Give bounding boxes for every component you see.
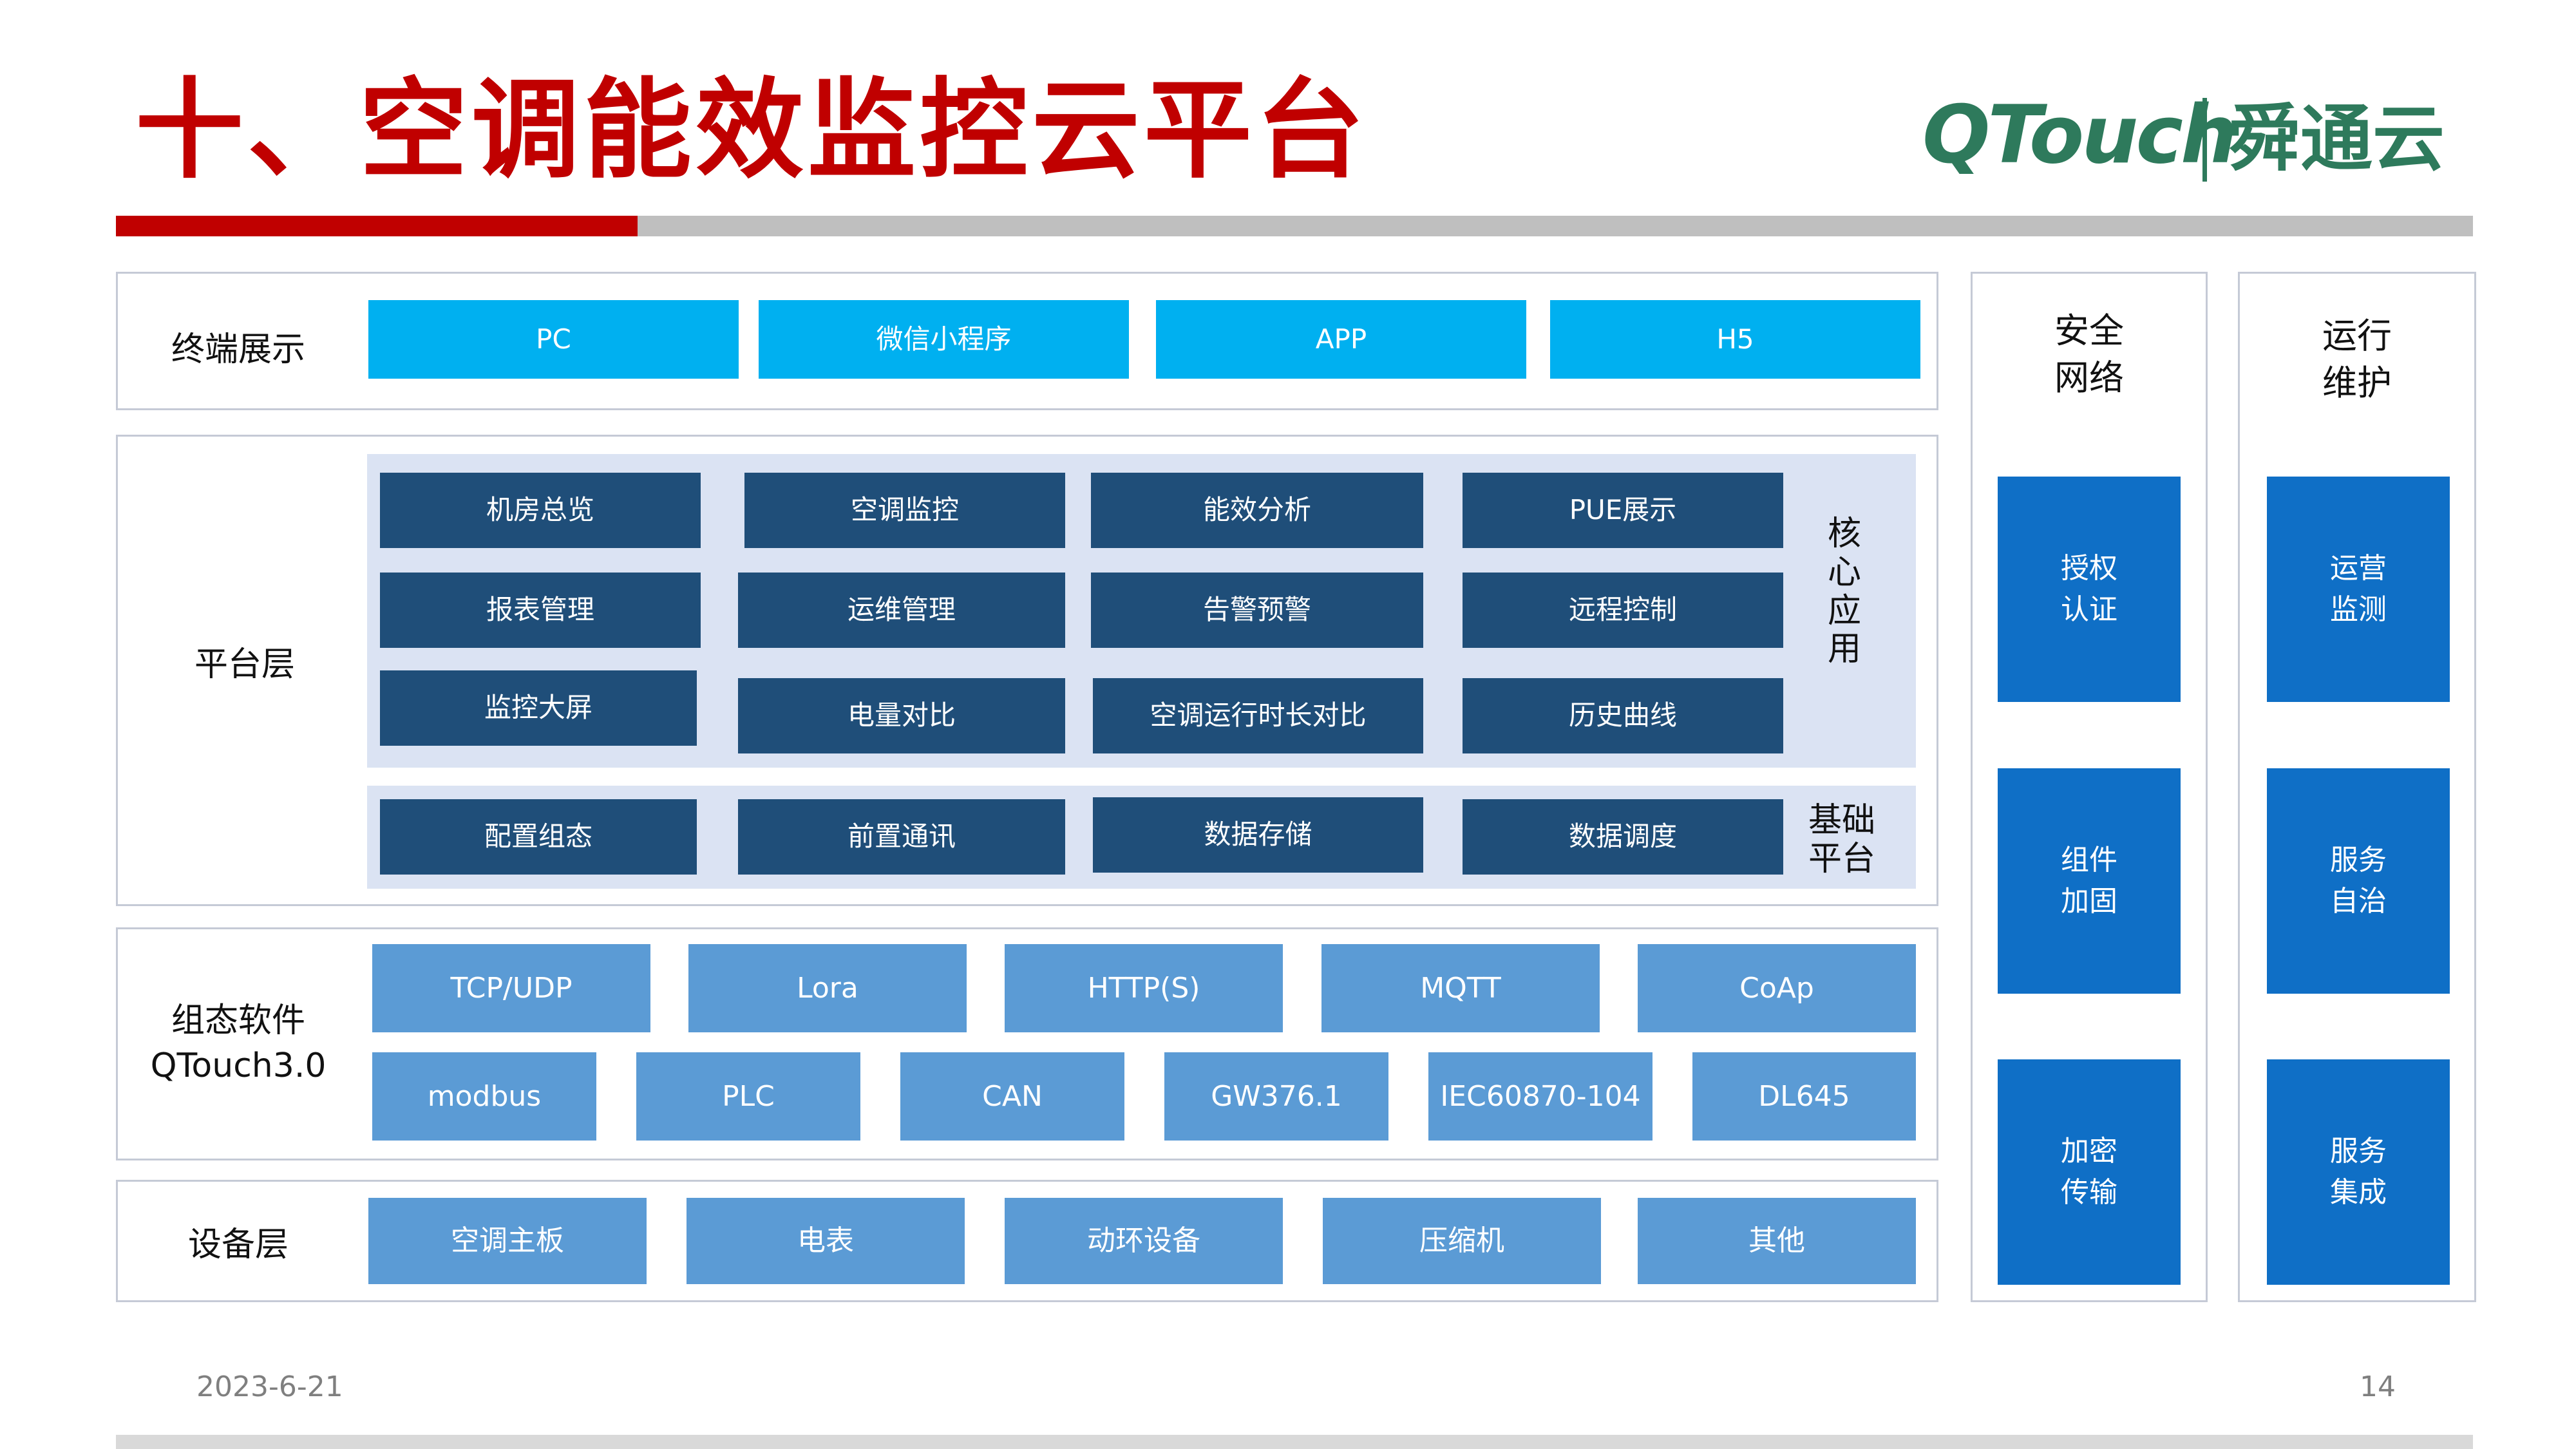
protocol-can: CAN — [900, 1052, 1124, 1141]
core-power-comparison: 电量对比 — [738, 678, 1065, 753]
core-room-overview: 机房总览 — [380, 473, 701, 548]
protocol-coap: CoAp — [1638, 944, 1916, 1032]
ops-integration: 服务 集成 — [2267, 1059, 2450, 1285]
protocol-dl645: DL645 — [1692, 1052, 1916, 1141]
page-number: 14 — [2360, 1370, 2396, 1403]
core-report-management: 报表管理 — [380, 573, 701, 648]
config-software-label: 组态软件 QTouch3.0 — [150, 1001, 327, 1086]
terminal-label: 终端展示 — [171, 330, 305, 369]
protocol-plc: PLC — [636, 1052, 860, 1141]
title-rule — [638, 216, 2473, 236]
terminal-h5: H5 — [1550, 300, 1920, 379]
core-ac-monitoring: 空调监控 — [744, 473, 1065, 548]
security-heading: 安全 网络 — [2054, 310, 2124, 398]
base-data-scheduling: 数据调度 — [1463, 799, 1783, 875]
protocol-https: HTTP(S) — [1005, 944, 1283, 1032]
base-data-storage: 数据存储 — [1093, 797, 1423, 873]
device-compressor: 压缩机 — [1323, 1198, 1601, 1284]
protocol-gw376: GW376.1 — [1164, 1052, 1388, 1141]
device-env-equipment: 动环设备 — [1005, 1198, 1283, 1284]
protocol-iec60870: IEC60870-104 — [1428, 1052, 1653, 1141]
device-other: 其他 — [1638, 1198, 1916, 1284]
terminal-pc: PC — [368, 300, 739, 379]
core-efficiency-analysis: 能效分析 — [1091, 473, 1423, 548]
core-remote-control: 远程控制 — [1463, 573, 1783, 648]
protocol-modbus: modbus — [372, 1052, 596, 1141]
security-auth: 授权 认证 — [1998, 477, 2181, 702]
core-ac-runtime-comparison: 空调运行时长对比 — [1093, 678, 1423, 753]
device-meter: 电表 — [687, 1198, 965, 1284]
base-config: 配置组态 — [380, 799, 697, 875]
ops-autonomy: 服务 自治 — [2267, 768, 2450, 994]
protocol-tcp-udp: TCP/UDP — [372, 944, 650, 1032]
core-ops-management: 运维管理 — [738, 573, 1065, 648]
ops-monitoring: 运营 监测 — [2267, 477, 2450, 702]
logo-chinese: 舜通云 — [2228, 97, 2445, 181]
footer-bar — [116, 1435, 2473, 1449]
logo-divider — [2202, 98, 2207, 182]
security-encryption: 加密 传输 — [1998, 1059, 2181, 1285]
core-app-label: 核心应用 — [1827, 515, 1861, 669]
security-hardening: 组件 加固 — [1998, 768, 2181, 994]
device-label: 设备层 — [187, 1226, 289, 1264]
terminal-wechat-miniprogram: 微信小程序 — [759, 300, 1129, 379]
device-ac-board: 空调主板 — [368, 1198, 647, 1284]
protocol-mqtt: MQTT — [1321, 944, 1600, 1032]
core-monitor-screen: 监控大屏 — [380, 670, 697, 746]
base-front-comm: 前置通讯 — [738, 799, 1065, 875]
base-platform-label: 基础 平台 — [1808, 801, 1875, 878]
logo-brand: QTouch — [1922, 89, 2237, 182]
core-history-curve: 历史曲线 — [1463, 678, 1783, 753]
ops-heading: 运行 维护 — [2322, 316, 2392, 403]
footer-date: 2023-6-21 — [196, 1370, 343, 1403]
core-pue-display: PUE展示 — [1463, 473, 1783, 548]
terminal-app: APP — [1156, 300, 1526, 379]
core-alarm-warning: 告警预警 — [1091, 573, 1423, 648]
title-rule-accent — [116, 216, 638, 236]
page-title: 十、空调能效监控云平台 — [135, 67, 1368, 193]
platform-label: 平台层 — [194, 645, 295, 684]
protocol-lora: Lora — [688, 944, 967, 1032]
